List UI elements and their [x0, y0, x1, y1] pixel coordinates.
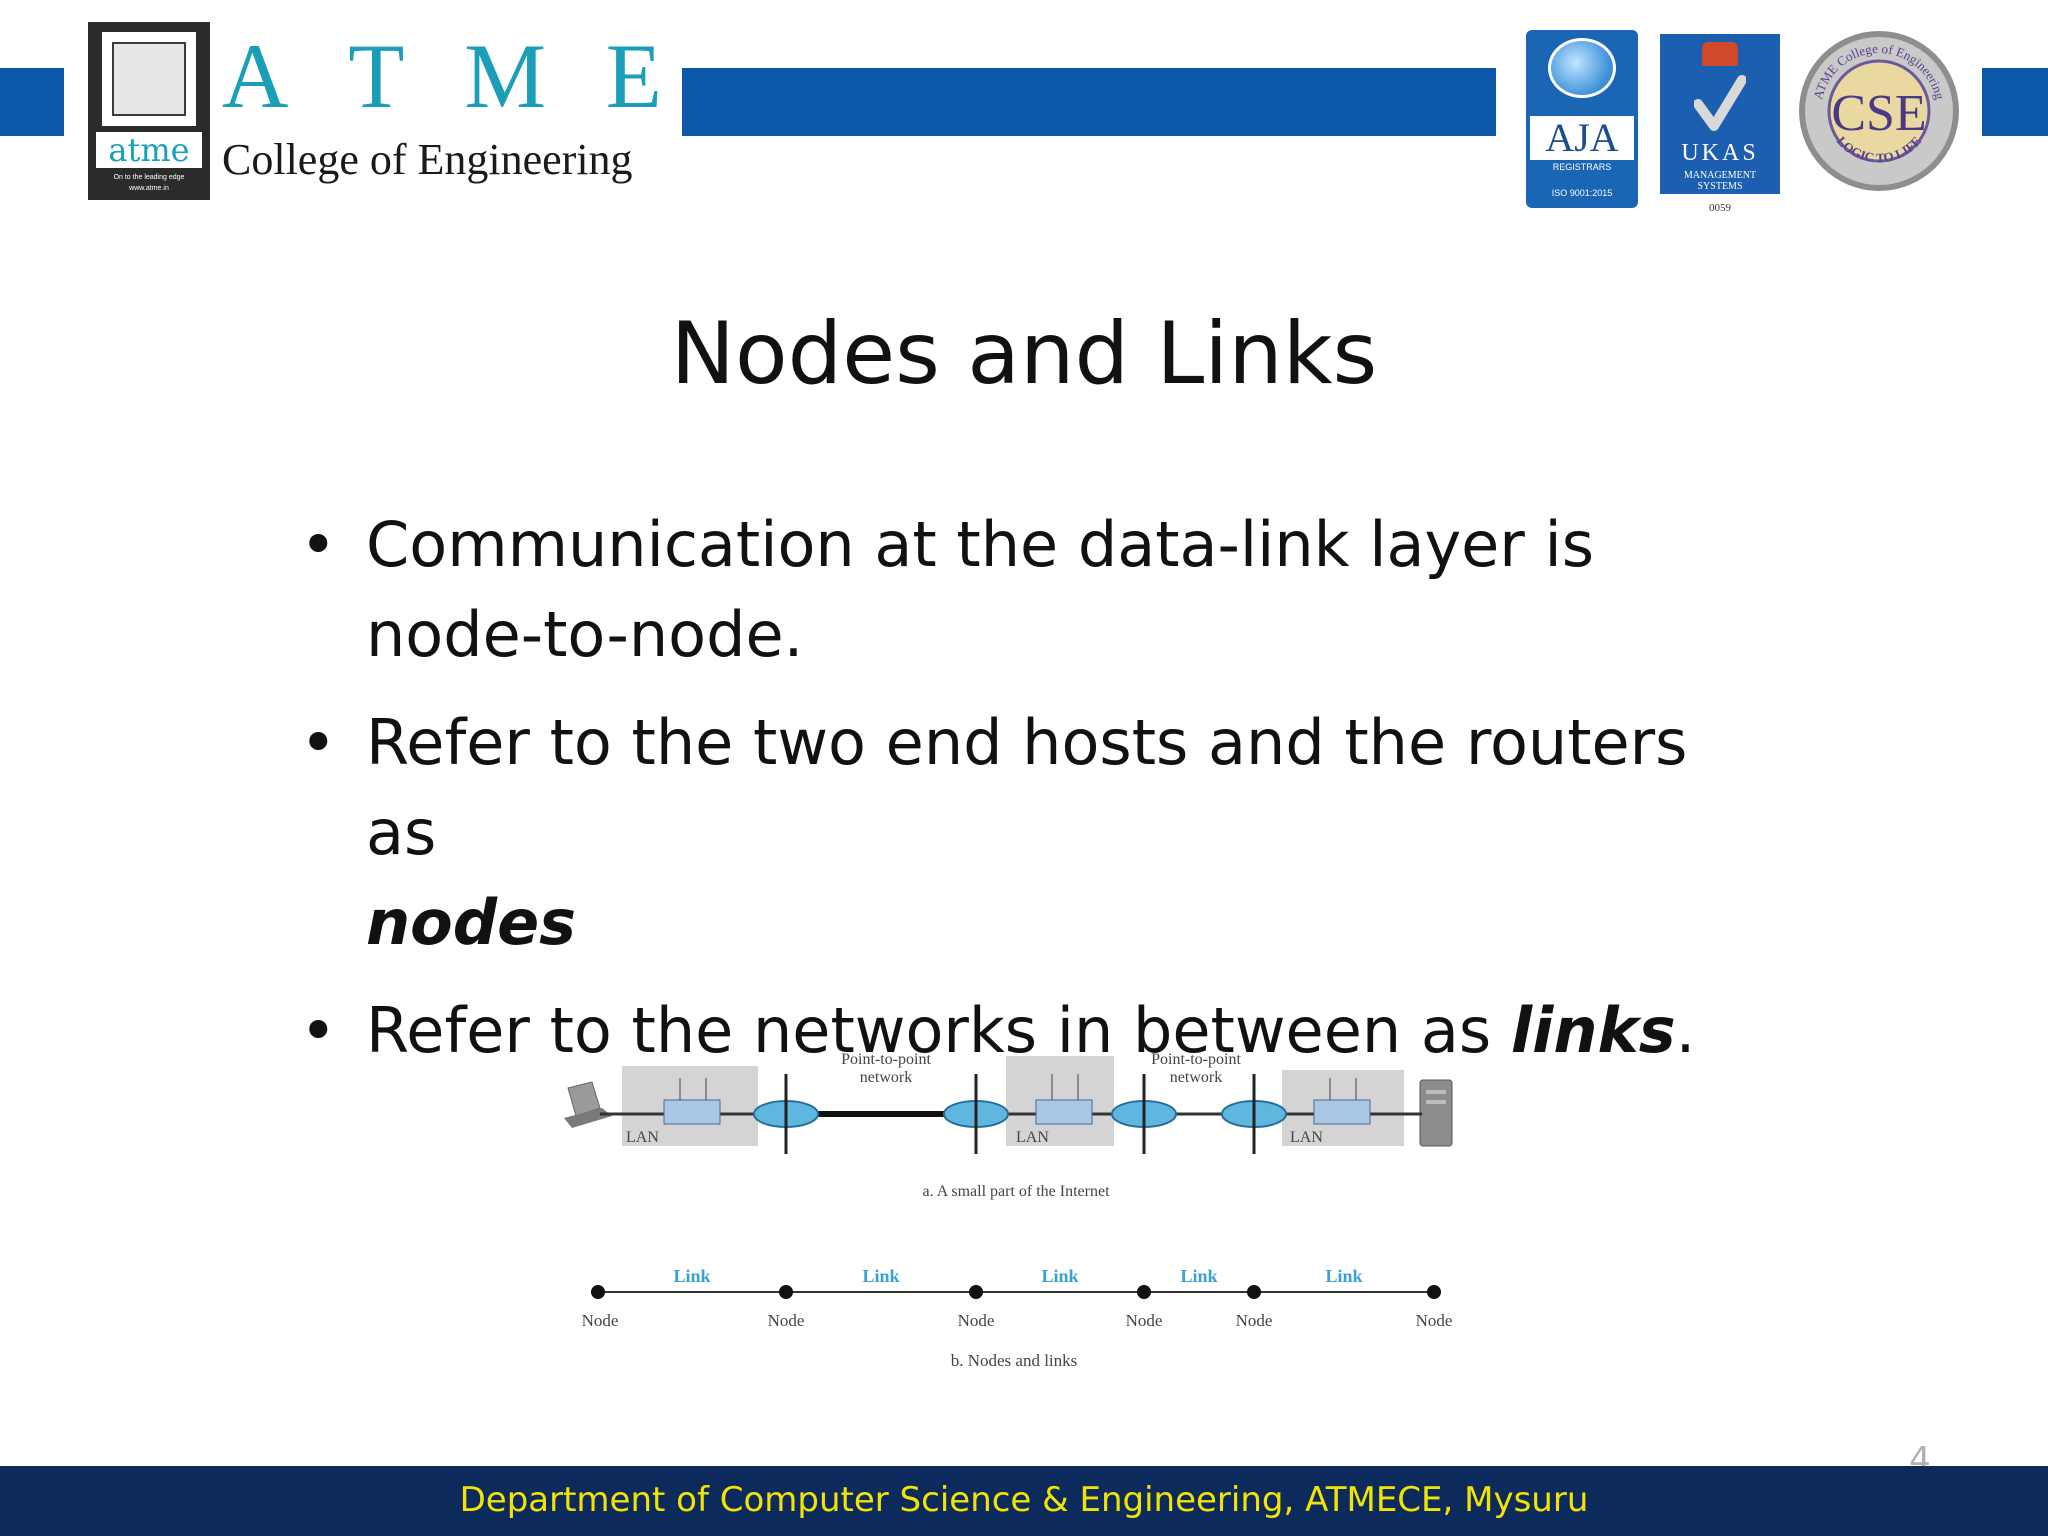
aja-sub: REGISTRARS [1552, 162, 1612, 172]
header-band-middle [682, 68, 1496, 136]
link-label: Link [1325, 1266, 1362, 1286]
link-label: Link [1180, 1266, 1217, 1286]
wordmark-letter: E [605, 25, 662, 127]
header-band-left [0, 68, 64, 136]
slide-title: Nodes and Links [670, 304, 1378, 404]
footer-text: Department of Computer Science & Enginee… [459, 1480, 1589, 1520]
switch-icon [663, 1078, 721, 1125]
checkmark-icon [1694, 75, 1746, 131]
logo-tagline: On to the leading edge www.atme.in [113, 174, 185, 192]
aja-certification-badge: AJA REGISTRARS ISO 9001:2015 [1526, 30, 1638, 208]
node-label: Node [958, 1311, 995, 1330]
node-dot [1137, 1285, 1151, 1299]
link-label: Link [1041, 1266, 1078, 1286]
logo-square-icon [102, 32, 196, 126]
p2p-label: network [860, 1069, 912, 1086]
laptop-icon [564, 1081, 612, 1128]
crown-icon [1702, 42, 1738, 66]
bullet-list: Communication at the data-link layer is … [300, 500, 1740, 1094]
node-label: Node [1126, 1311, 1163, 1330]
seal-center: CSE [1831, 85, 1926, 142]
wordmark-letter: A [222, 25, 289, 127]
lan-label: LAN [1016, 1129, 1049, 1146]
node-label: Node [768, 1311, 805, 1330]
bullet-item: Refer to the networks in between as link… [300, 986, 1740, 1076]
caption-a: a. A small part of the Internet [922, 1183, 1110, 1200]
node-dot [1427, 1285, 1441, 1299]
aja-name: AJA [1530, 116, 1634, 160]
router-icon [943, 1074, 1009, 1154]
ukas-certification-badge: UKAS MANAGEMENT SYSTEMS [1660, 34, 1780, 194]
p2p-label: Point-to-point [841, 1051, 931, 1068]
bullet-item: Refer to the two end hosts and the route… [300, 698, 1740, 968]
atme-logo: atme On to the leading edge www.atme.in [88, 22, 210, 200]
node-dot [591, 1285, 605, 1299]
college-name: College of Engineering [222, 135, 633, 184]
switch-icon [1035, 1074, 1093, 1125]
node-dot [779, 1285, 793, 1299]
globe-icon [1548, 38, 1616, 98]
server-icon [1419, 1079, 1453, 1147]
caption-b: b. Nodes and links [951, 1351, 1078, 1370]
nodes-links-diagram: Point-to-point network Point-to-point ne… [564, 1051, 1453, 1370]
node-label: Node [1416, 1311, 1453, 1330]
cse-seal-icon: ATME College of Engineering LOGIC TO LIF… [1799, 31, 1959, 191]
link-label: Link [862, 1266, 899, 1286]
router-icon [753, 1074, 819, 1154]
switch-icon [1313, 1078, 1371, 1125]
atme-wordmark: A T M E [222, 30, 662, 122]
logo-word: atme [96, 132, 202, 168]
p2p-label: Point-to-point [1151, 1051, 1241, 1068]
link-label: Link [673, 1266, 710, 1286]
header-band-right [1982, 68, 2048, 136]
node-label: Node [1236, 1311, 1273, 1330]
aja-iso: ISO 9001:2015 [1551, 188, 1613, 198]
footer-bar: Department of Computer Science & Enginee… [0, 1466, 2048, 1536]
node-dot [1247, 1285, 1261, 1299]
router-icon [1111, 1074, 1177, 1154]
lan-label: LAN [626, 1129, 659, 1146]
node-label: Node [582, 1311, 619, 1330]
router-icon [1221, 1074, 1287, 1154]
ukas-name: UKAS [1681, 140, 1759, 166]
node-dot [969, 1285, 983, 1299]
lan-label: LAN [1290, 1129, 1323, 1146]
wordmark-letter: T [348, 25, 405, 127]
bullet-item: Communication at the data-link layer is … [300, 500, 1740, 680]
wordmark-letter: M [464, 25, 546, 127]
ukas-number: 0059 [1709, 202, 1731, 214]
ukas-sub: MANAGEMENT SYSTEMS [1683, 170, 1757, 192]
p2p-label: network [1170, 1069, 1222, 1086]
